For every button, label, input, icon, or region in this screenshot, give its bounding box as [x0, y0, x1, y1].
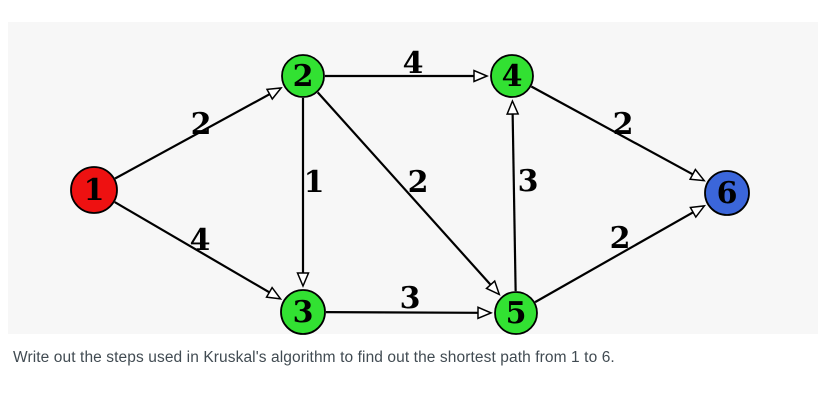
arrowhead-icon — [477, 306, 493, 320]
graph-node — [281, 54, 325, 98]
arrowhead-icon — [688, 168, 706, 182]
graph-edge — [534, 210, 695, 304]
graph-edge — [114, 92, 272, 180]
graph-node — [70, 166, 118, 214]
node-label: 3 — [293, 295, 314, 330]
arrowhead-icon — [296, 272, 310, 288]
edge-weight-label: 3 — [400, 281, 421, 316]
edge-weight-label: 3 — [518, 164, 539, 199]
arrowhead-icon — [473, 69, 489, 83]
node-label: 4 — [502, 59, 523, 94]
edge-weight-label: 4 — [190, 223, 211, 258]
arrowhead-icon — [265, 87, 283, 101]
edge-weight-label: 2 — [610, 221, 631, 256]
arrowhead-icon — [265, 286, 283, 300]
node-label: 6 — [717, 176, 738, 211]
graph-edge — [511, 112, 517, 292]
edge-weight-label: 1 — [304, 165, 325, 200]
graph-node — [280, 289, 326, 335]
edge-weight-label: 2 — [613, 107, 634, 142]
graph-edge — [316, 91, 493, 287]
node-label: 1 — [84, 173, 105, 208]
arrowhead-icon — [689, 204, 707, 219]
graph-edge — [325, 311, 480, 314]
arrowhead-icon — [506, 99, 520, 115]
edge-weight-label: 2 — [191, 107, 212, 142]
graph-panel — [8, 22, 818, 334]
graph-node — [490, 54, 534, 98]
graph-node — [494, 291, 538, 335]
edge-weight-label: 2 — [408, 165, 429, 200]
question-text: Write out the steps used in Kruskal's al… — [13, 349, 615, 366]
graph-edge — [114, 201, 271, 294]
arrowhead-icon — [485, 279, 501, 296]
edge-weight-label: 4 — [403, 46, 424, 81]
node-label: 2 — [293, 59, 314, 94]
node-label: 5 — [506, 296, 527, 331]
graph-node — [704, 170, 750, 216]
graph-edge — [530, 85, 695, 176]
